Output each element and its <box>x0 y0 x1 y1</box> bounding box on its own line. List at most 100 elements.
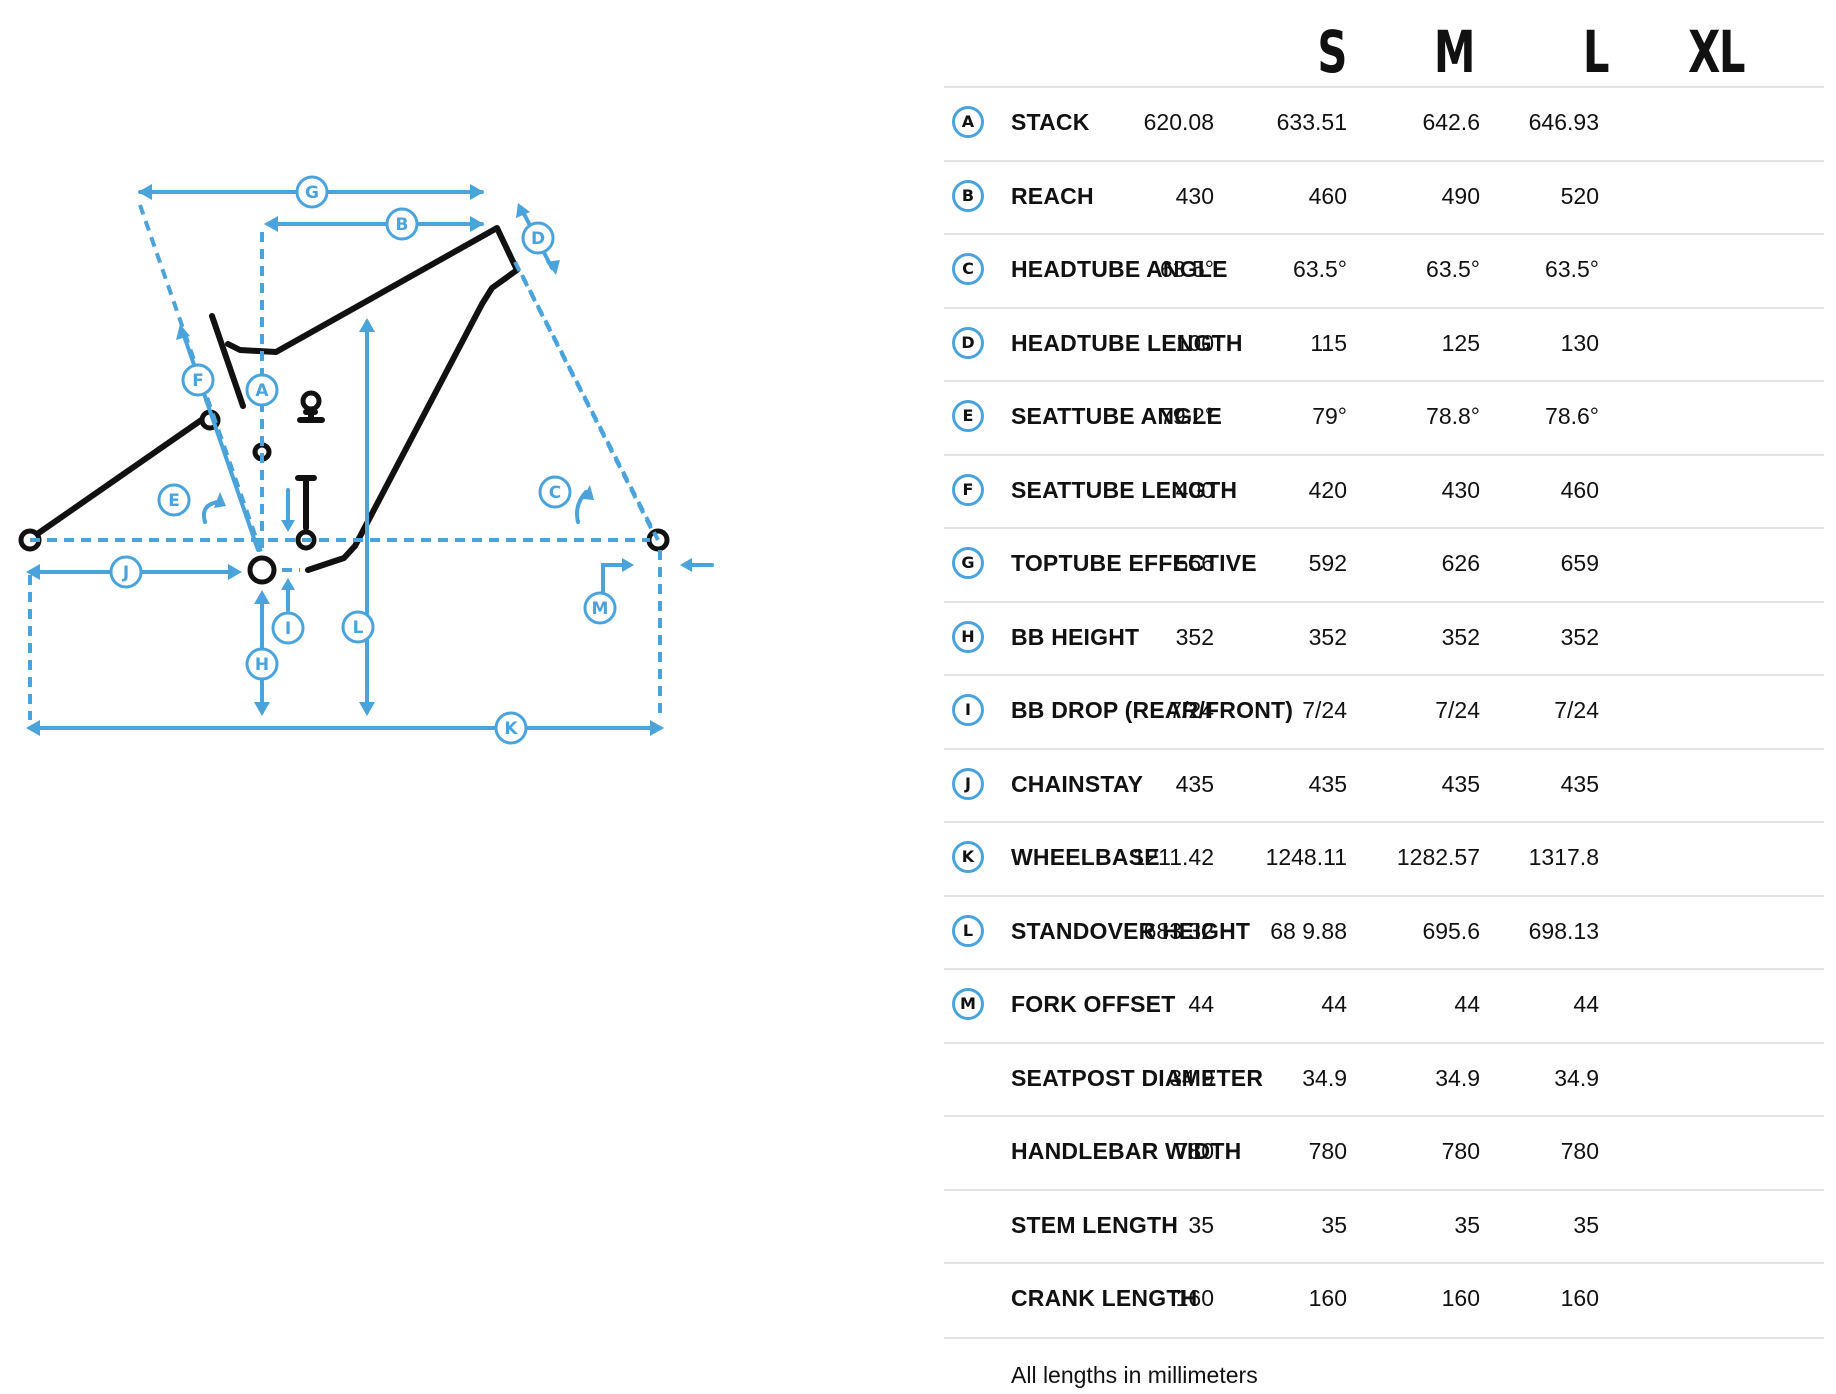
value-xl: 63.5° <box>1545 256 1599 282</box>
value-xl: 659 <box>1560 550 1599 576</box>
size-header-m: M <box>1433 18 1476 86</box>
value-s: 1211.42 <box>1132 844 1214 870</box>
value-xl: 646.93 <box>1528 109 1599 135</box>
svg-text:K: K <box>504 719 518 739</box>
badge-g: G <box>295 175 329 209</box>
measurement-name: STACK <box>1011 109 1090 135</box>
row-letter-badge: I <box>952 694 984 726</box>
value-xl: 1317.8 <box>1528 844 1599 870</box>
value-m: 160 <box>1308 1285 1347 1311</box>
svg-text:L: L <box>353 618 364 638</box>
svg-text:F: F <box>192 371 204 391</box>
value-l: 695.6 <box>1422 917 1480 944</box>
value-xl: 520 <box>1560 182 1599 209</box>
value-xl: 435 <box>1560 770 1599 797</box>
value-m: 435 <box>1308 770 1347 797</box>
value-xl: 7/24 <box>1554 697 1599 723</box>
value-s: 35 <box>1188 1211 1214 1238</box>
value-m: 633.51 <box>1276 109 1347 135</box>
value-s: 63.5° <box>1160 256 1214 282</box>
measurement-name: HEADTUBE ANGLE <box>1011 256 1228 282</box>
badge-a: A <box>245 373 279 407</box>
row-letter-badge: G <box>952 547 984 579</box>
value-l: 1282.57 <box>1396 844 1480 870</box>
value-l: 7/24 <box>1435 697 1480 723</box>
row-letter-badge: L <box>952 914 984 947</box>
value-s: 7/24 <box>1169 697 1214 723</box>
svg-text:B: B <box>396 215 409 235</box>
row-letter-badge: K <box>952 841 984 873</box>
reference-lines <box>28 204 662 720</box>
value-l: 435 <box>1441 770 1480 797</box>
badge-f: F <box>181 363 215 397</box>
value-s: 435 <box>1175 770 1214 797</box>
value-m: 63.5° <box>1293 256 1347 282</box>
value-xl: 35 <box>1573 1211 1599 1238</box>
row-letter-badge: H <box>952 620 984 653</box>
row-letter-badge: J <box>952 767 984 800</box>
value-s: 683.32 <box>1143 917 1214 944</box>
value-xl: 698.13 <box>1528 917 1599 944</box>
measurement-name: SEATTUBE LENGTH <box>1011 476 1238 503</box>
badge-h: H <box>245 647 279 681</box>
value-l: 352 <box>1441 623 1480 650</box>
value-m: 68 9.88 <box>1270 917 1347 944</box>
value-m: 352 <box>1308 623 1347 650</box>
badge-b: B <box>385 207 419 241</box>
svg-text:H: H <box>255 655 269 675</box>
svg-text:I: I <box>285 619 291 639</box>
size-header-xl: XL <box>1688 18 1745 86</box>
badge-j: J <box>109 555 143 589</box>
row-letter-badge: B <box>952 179 984 212</box>
value-l: 63.5° <box>1426 256 1480 282</box>
row-letter-badge: M <box>952 988 984 1020</box>
badge-e: E <box>157 483 191 517</box>
measurement-name: HEADTUBE LENGTH <box>1011 329 1243 356</box>
geometry-diagram: G B D A F E C J I L H M K <box>18 175 714 745</box>
row-letter-badge: E <box>952 400 984 432</box>
dimension-arrows <box>26 184 714 736</box>
value-s: 620.08 <box>1143 109 1214 135</box>
value-m: 79° <box>1312 403 1347 429</box>
value-xl: 160 <box>1560 1285 1599 1311</box>
value-l: 78.8° <box>1426 403 1480 429</box>
value-s: 79.2° <box>1160 403 1214 429</box>
measurement-name: CRANK LENGTH <box>1011 1285 1198 1311</box>
value-m: 780 <box>1308 1138 1347 1164</box>
value-m: 34.9 <box>1302 1064 1347 1091</box>
value-s: 556 <box>1175 550 1214 576</box>
measurement-name: REACH <box>1011 182 1094 209</box>
value-s: 34.9 <box>1169 1064 1214 1091</box>
value-m: 592 <box>1308 550 1347 576</box>
value-l: 626 <box>1441 550 1480 576</box>
value-s: 400 <box>1175 476 1214 503</box>
svg-text:G: G <box>305 183 319 203</box>
svg-text:M: M <box>592 599 609 619</box>
value-xl: 352 <box>1560 623 1599 650</box>
value-l: 430 <box>1441 476 1480 503</box>
value-l: 125 <box>1441 329 1480 356</box>
size-header-l: L <box>1582 18 1610 86</box>
value-s: 44 <box>1188 991 1214 1017</box>
svg-text:A: A <box>255 381 269 401</box>
value-s: 352 <box>1175 623 1214 650</box>
value-s: 780 <box>1175 1138 1214 1164</box>
badge-d: D <box>521 221 555 255</box>
value-l: 642.6 <box>1422 109 1480 135</box>
value-m: 420 <box>1308 476 1347 503</box>
value-m: 115 <box>1310 329 1347 356</box>
value-xl: 780 <box>1560 1138 1599 1164</box>
value-xl: 34.9 <box>1554 1064 1599 1091</box>
value-xl: 460 <box>1560 476 1599 503</box>
value-l: 44 <box>1454 991 1480 1017</box>
